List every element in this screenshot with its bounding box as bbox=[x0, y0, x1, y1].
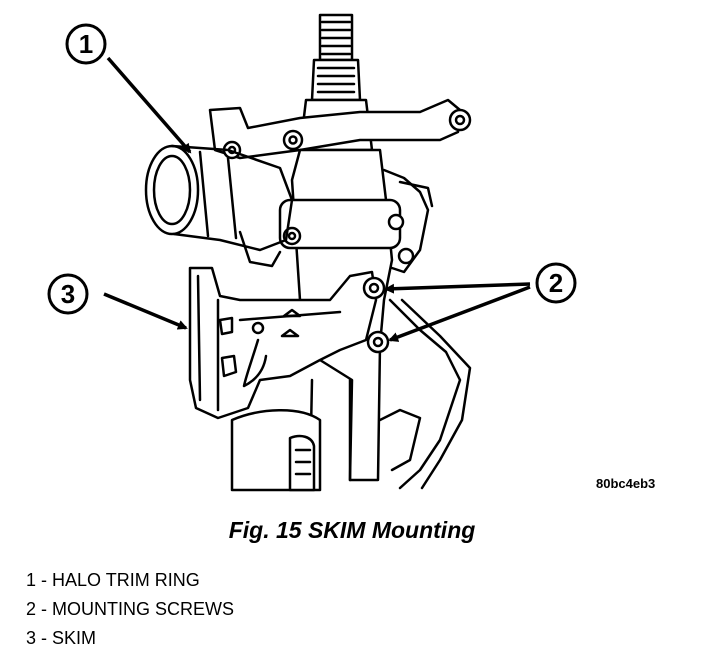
callout-3-arrow bbox=[103, 292, 188, 330]
callout-2-arrow-upper bbox=[384, 282, 531, 294]
callout-1-number: 1 bbox=[79, 29, 93, 59]
lower-column bbox=[230, 298, 472, 492]
callout-1: 1 bbox=[65, 23, 107, 65]
figure-caption: Fig. 15 SKIM Mounting bbox=[228, 517, 476, 543]
skim-module bbox=[188, 266, 378, 420]
callout-2: 2 bbox=[535, 262, 577, 304]
legend-item: 1 - HALO TRIM RING bbox=[26, 570, 200, 590]
figure-code: 80bc4eb3 bbox=[596, 476, 656, 491]
callout-1-arrow bbox=[106, 56, 192, 154]
legend-item: 2 - MOUNTING SCREWS bbox=[26, 599, 235, 619]
mounting-screws bbox=[362, 276, 390, 354]
callout-2-arrow-lower bbox=[388, 285, 531, 342]
callout-2-number: 2 bbox=[549, 268, 563, 298]
halo-trim-ring bbox=[144, 144, 294, 268]
skim-mounting-illustration: 1 2 3 bbox=[47, 13, 577, 492]
legend-item: 3 - SKIM bbox=[26, 628, 97, 648]
upper-bracket bbox=[208, 98, 472, 160]
callout-3-number: 3 bbox=[61, 279, 75, 309]
legend: 1 - HALO TRIM RING 2 - MOUNTING SCREWS 3… bbox=[26, 566, 234, 653]
callout-3: 3 bbox=[47, 273, 89, 315]
